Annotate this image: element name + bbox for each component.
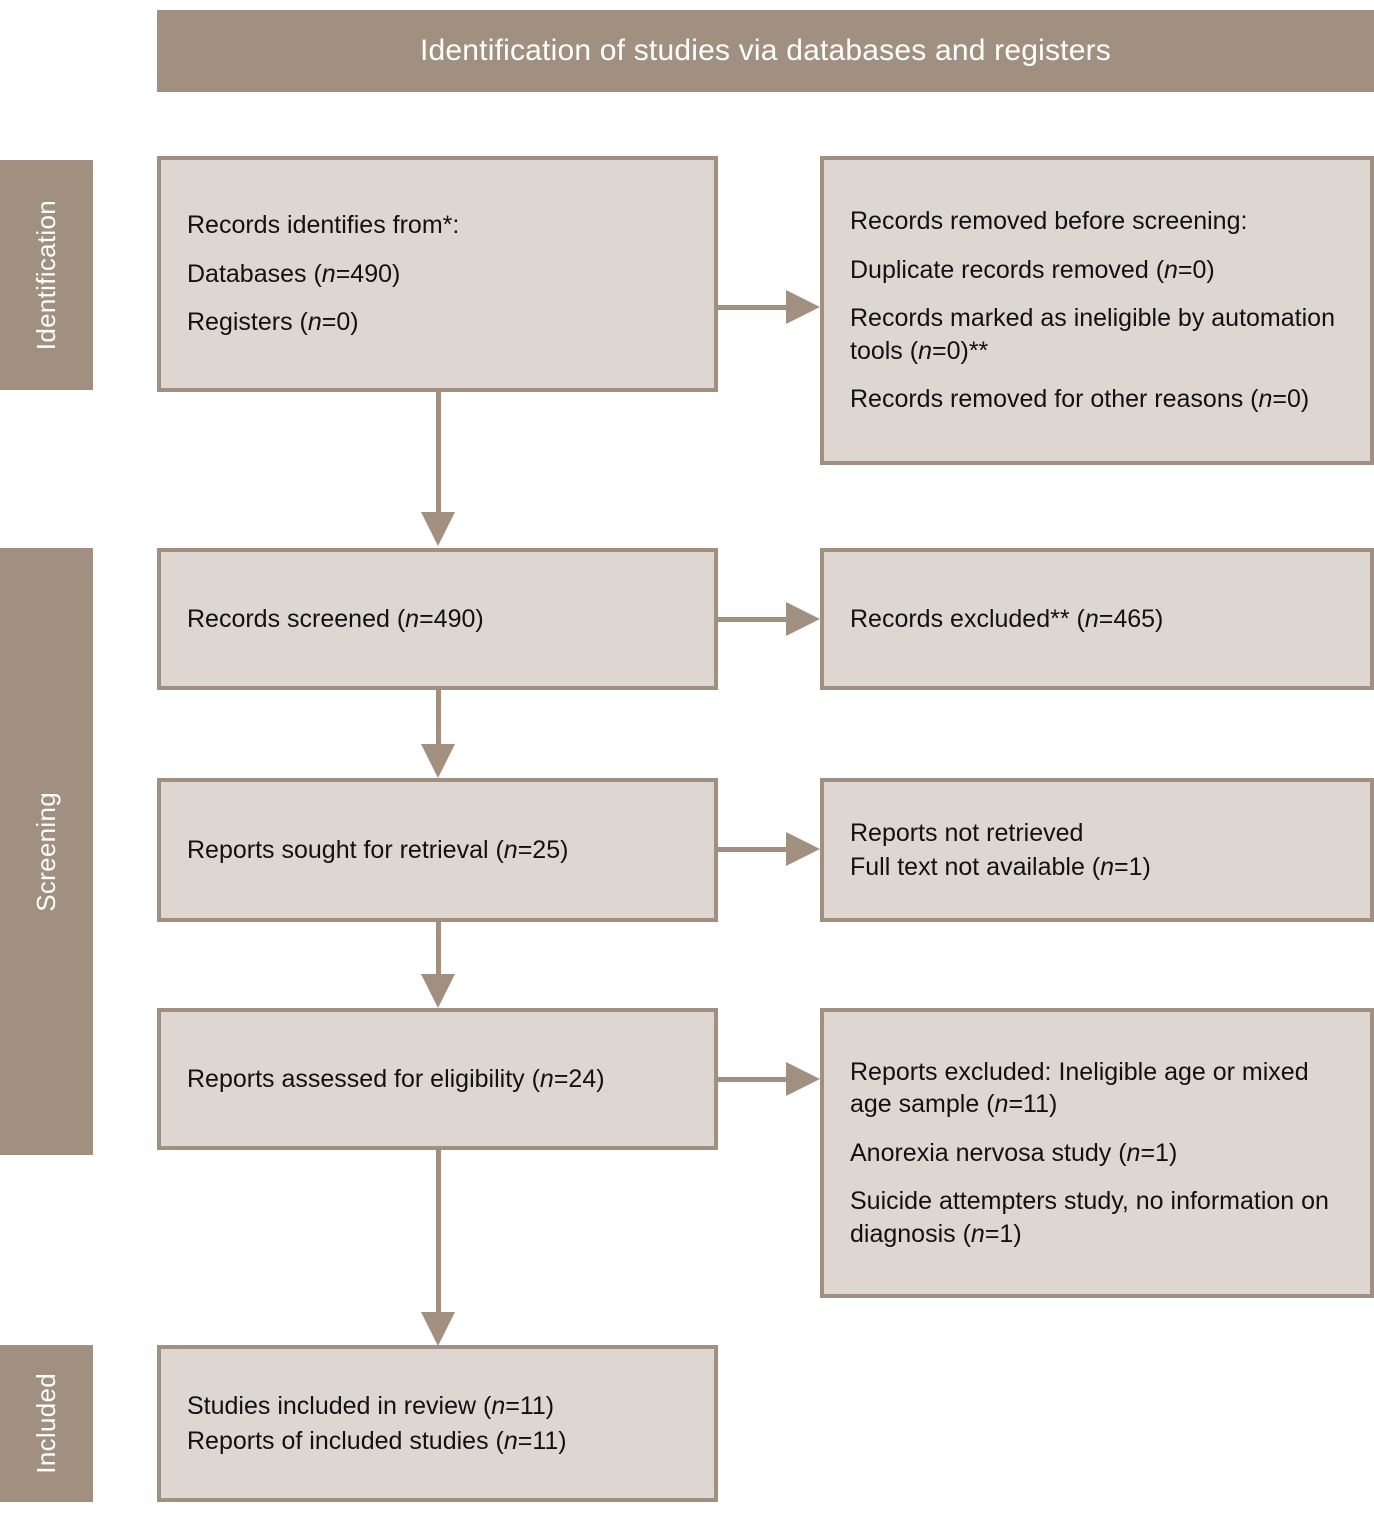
box-reports-excluded: Reports excluded: Ineligible age or mixe… bbox=[820, 1008, 1374, 1298]
connector-identified-to-removed-line bbox=[718, 305, 786, 310]
connector-eligibility-to-excluded-line bbox=[718, 1077, 786, 1082]
box-records-removed-before-screening: Records removed before screening: Duplic… bbox=[820, 156, 1374, 465]
n-italic: n bbox=[405, 604, 420, 633]
arrow-down-icon bbox=[421, 744, 455, 778]
reports-sought-text: Reports sought for retrieval (n=25) bbox=[187, 835, 569, 864]
connector-screened-to-excluded-line bbox=[718, 617, 786, 622]
box-reports-not-retrieved: Reports not retrieved Full text not avai… bbox=[820, 778, 1374, 922]
records-removed-heading: Records removed before screening: bbox=[850, 207, 1248, 236]
n-italic: n bbox=[970, 1219, 985, 1248]
reports-of-included-studies: Reports of included studies (n=11) bbox=[187, 1426, 567, 1455]
arrow-right-icon bbox=[786, 290, 820, 324]
stage-bar-screening: Screening bbox=[0, 548, 93, 1155]
arrow-right-icon bbox=[786, 1062, 820, 1096]
stage-label-screening: Screening bbox=[31, 791, 61, 912]
n-italic: n bbox=[918, 336, 932, 365]
box-reports-assessed-for-eligibility: Reports assessed for eligibility (n=24) bbox=[157, 1008, 718, 1150]
stage-label-included: Included bbox=[31, 1373, 61, 1474]
records-identified-databases: Databases (n=490) bbox=[187, 259, 401, 288]
arrow-right-icon bbox=[786, 602, 820, 636]
reports-excluded-ineligible-age: Reports excluded: Ineligible age or mixe… bbox=[850, 1057, 1309, 1119]
reports-excluded-anorexia: Anorexia nervosa study (n=1) bbox=[850, 1138, 1178, 1167]
connector-sought-to-not-retrieved-line bbox=[718, 847, 786, 852]
diagram-header-band: Identification of studies via databases … bbox=[157, 10, 1374, 92]
records-marked-ineligible: Records marked as ineligible by automati… bbox=[850, 304, 1335, 365]
n-italic: n bbox=[1100, 853, 1115, 881]
records-identified-heading: Records identifies from*: bbox=[187, 211, 460, 240]
n-italic: n bbox=[994, 1090, 1009, 1119]
box-studies-included: Studies included in review (n=11) Report… bbox=[157, 1345, 718, 1502]
n-italic: n bbox=[539, 1064, 554, 1093]
connector-eligibility-to-included-line bbox=[436, 1150, 441, 1314]
reports-excluded-suicide-attempters: Suicide attempters study, no information… bbox=[850, 1187, 1329, 1248]
duplicate-records-removed: Duplicate records removed (n=0) bbox=[850, 255, 1215, 284]
stage-bar-included: Included bbox=[0, 1345, 93, 1502]
connector-identified-to-screened-line bbox=[436, 392, 441, 514]
studies-included-in-review: Studies included in review (n=11) bbox=[187, 1392, 555, 1420]
arrow-right-icon bbox=[786, 832, 820, 866]
n-italic: n bbox=[1164, 255, 1178, 284]
connector-screened-to-sought-line bbox=[436, 690, 441, 746]
stage-label-identification: Identification bbox=[31, 199, 61, 351]
records-removed-other-reasons: Records removed for other reasons (n=0) bbox=[850, 385, 1310, 414]
box-records-screened: Records screened (n=490) bbox=[157, 548, 718, 690]
arrow-down-icon bbox=[421, 512, 455, 546]
box-reports-sought-for-retrieval: Reports sought for retrieval (n=25) bbox=[157, 778, 718, 922]
records-identified-registers: Registers (n=0) bbox=[187, 308, 359, 337]
records-excluded-text: Records excluded** (n=465) bbox=[850, 604, 1164, 633]
n-italic: n bbox=[503, 1426, 518, 1455]
connector-sought-to-eligibility-line bbox=[436, 922, 441, 976]
n-italic: n bbox=[503, 835, 518, 864]
n-italic: n bbox=[491, 1392, 506, 1420]
stage-bar-identification: Identification bbox=[0, 160, 93, 390]
arrow-down-icon bbox=[421, 974, 455, 1008]
arrow-down-icon bbox=[421, 1312, 455, 1346]
n-italic: n bbox=[1126, 1138, 1141, 1167]
records-screened-text: Records screened (n=490) bbox=[187, 604, 484, 633]
reports-not-retrieved-heading: Reports not retrieved bbox=[850, 818, 1084, 847]
n-italic: n bbox=[321, 259, 336, 288]
n-italic: n bbox=[1258, 385, 1273, 414]
reports-assessed-text: Reports assessed for eligibility (n=24) bbox=[187, 1064, 605, 1093]
full-text-not-available: Full text not available (n=1) bbox=[850, 853, 1151, 881]
page-title: Identification of studies via databases … bbox=[419, 34, 1111, 67]
box-records-identified: Records identifies from*: Databases (n=4… bbox=[157, 156, 718, 392]
box-records-excluded: Records excluded** (n=465) bbox=[820, 548, 1374, 690]
n-italic: n bbox=[307, 308, 322, 337]
n-italic: n bbox=[1084, 604, 1099, 633]
